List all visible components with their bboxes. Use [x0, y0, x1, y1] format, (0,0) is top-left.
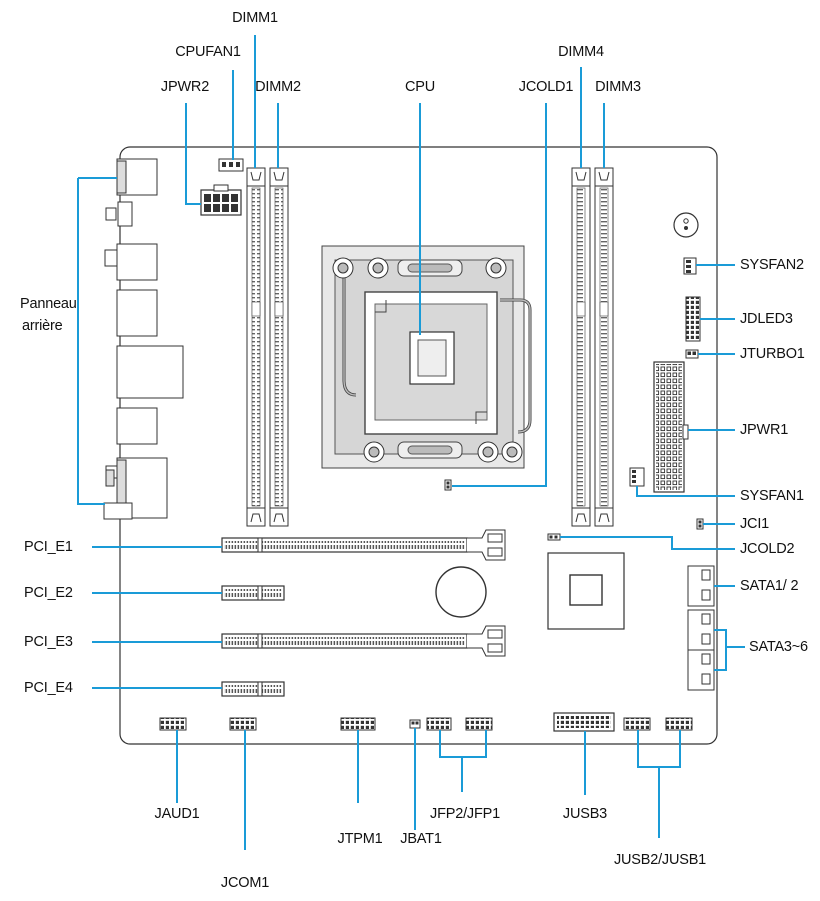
label-jcom1: JCOM1 [220, 875, 270, 891]
sysfan2-header [683, 257, 697, 275]
label-dimm3: DIMM3 [595, 79, 641, 95]
label-sysfan2: SYSFAN2 [740, 257, 804, 273]
label-pci-e2: PCI_E2 [24, 585, 73, 601]
label-jdled3: JDLED3 [740, 311, 793, 327]
label-jci1: JCI1 [740, 516, 770, 532]
cmos-battery [435, 566, 487, 618]
jcold2-jumper [547, 533, 561, 541]
label-dimm1: DIMM1 [232, 10, 278, 26]
label-panel-line1: Panneau [20, 296, 77, 312]
jusb3-header [553, 712, 615, 732]
dimm3-slot [594, 167, 614, 527]
label-dimm2: DIMM2 [255, 79, 301, 95]
jpwr1-connector [653, 361, 689, 493]
leader-lines [77, 35, 745, 850]
dimm1-slot [246, 167, 266, 527]
label-pci-e1: PCI_E1 [24, 539, 73, 555]
jci1-jumper [696, 518, 704, 530]
label-jturbo1: JTURBO1 [740, 346, 805, 362]
label-sata36: SATA3~6 [749, 639, 808, 655]
label-panel-line2: arrière [22, 318, 63, 334]
label-jtpm1: JTPM1 [337, 831, 383, 847]
label-sysfan1: SYSFAN1 [740, 488, 804, 504]
buzzer [673, 212, 699, 238]
pci-e2-slot [221, 585, 285, 601]
label-jcold1: JCOLD1 [518, 79, 574, 95]
label-jpwr1: JPWR1 [740, 422, 789, 438]
sata-connectors [687, 565, 715, 691]
label-pci-e4: PCI_E4 [24, 680, 73, 696]
label-jpwr2: JPWR2 [160, 79, 210, 95]
label-sata12: SATA1/ 2 [740, 578, 799, 594]
pci-e1-slot [221, 529, 506, 561]
dimm4-slot [571, 167, 591, 527]
jusb2-header [623, 717, 651, 731]
dimm-slots [246, 167, 614, 527]
label-pci-e3: PCI_E3 [24, 634, 73, 650]
rear-panel-connectors [103, 158, 184, 520]
label-jfp: JFP2/JFP1 [430, 806, 500, 822]
jusb1-header [665, 717, 693, 731]
jturbo1-header [685, 349, 699, 359]
jtpm1-header [340, 717, 376, 731]
cpufan1-header [218, 158, 244, 172]
jcom1-header [229, 717, 257, 731]
label-cpu: CPU [404, 79, 435, 95]
cpu-socket [321, 245, 532, 469]
label-jbat1: JBAT1 [400, 831, 442, 847]
chipset [547, 552, 625, 630]
jbat1-header [409, 719, 421, 729]
label-jusb3: JUSB3 [562, 806, 608, 822]
jfp1-header [465, 717, 493, 731]
jaud1-header [159, 717, 187, 731]
pci-e4-slot [221, 681, 285, 697]
label-jcold2: JCOLD2 [740, 541, 795, 557]
jcold1-jumper [444, 479, 452, 491]
jdled3-header [685, 296, 701, 342]
sysfan1-header [629, 467, 645, 487]
jfp2-header [426, 717, 452, 731]
label-cpufan1: CPUFAN1 [175, 44, 241, 60]
dimm2-slot [269, 167, 289, 527]
label-jaud1: JAUD1 [154, 806, 200, 822]
label-jusb21: JUSB2/JUSB1 [613, 852, 707, 868]
label-dimm4: DIMM4 [558, 44, 604, 60]
jpwr2-connector [200, 184, 242, 216]
